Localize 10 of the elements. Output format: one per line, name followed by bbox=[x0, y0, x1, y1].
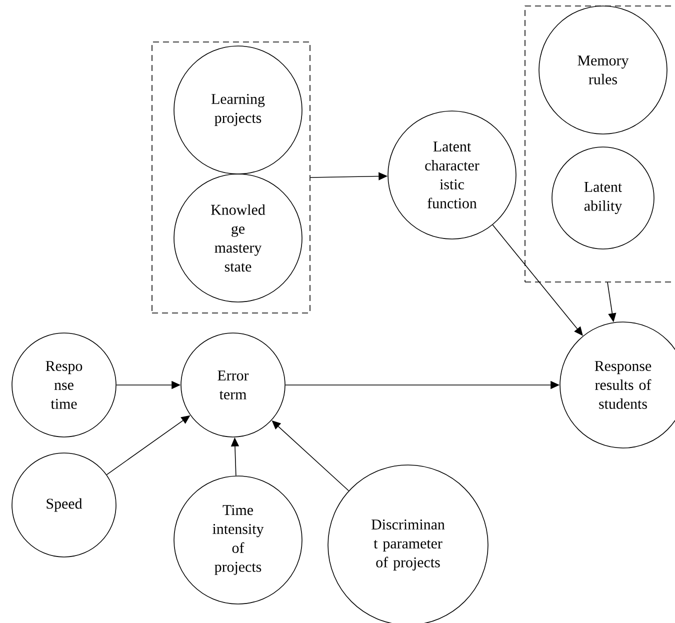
circle-node: Latent character istic function bbox=[388, 110, 516, 240]
circle-node: Respo nse time bbox=[12, 332, 116, 438]
circle-node: Error term bbox=[180, 332, 286, 438]
circle-node: Speed bbox=[12, 452, 116, 558]
dashed-group-box bbox=[152, 42, 310, 314]
circle-node: Learning projects bbox=[174, 46, 302, 174]
circle-node: Memory rules bbox=[538, 6, 668, 134]
circle-node: Latent ability bbox=[552, 146, 654, 250]
circle-node: Knowled ge mastery state bbox=[174, 174, 302, 302]
circle-node: Time intensity of projects bbox=[174, 476, 302, 604]
